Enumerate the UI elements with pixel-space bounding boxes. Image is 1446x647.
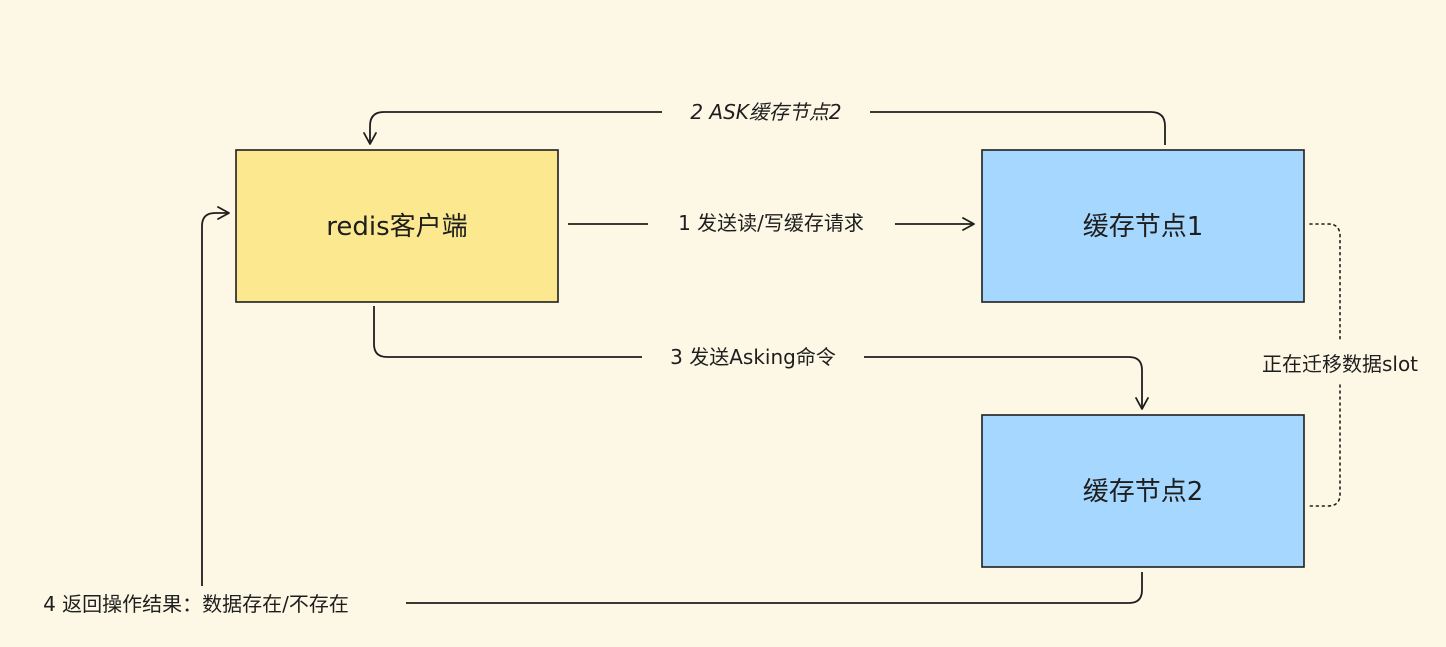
edge-step-4: 4 返回操作结果：数据存在/不存在	[43, 206, 1143, 616]
edge-step-2: 2 ASK缓存节点2	[363, 100, 1166, 145]
edge-migration-line-a	[1309, 223, 1341, 341]
edge-step-2-line-b	[870, 111, 1166, 145]
edge-step-1-label: 1 发送读/写缓存请求	[678, 211, 864, 235]
edge-step-3-label: 3 发送Asking命令	[670, 345, 836, 369]
node-cache-2-box	[981, 414, 1305, 568]
edge-step-3-line-b	[864, 356, 1149, 410]
edge-step-4-label: 4 返回操作结果：数据存在/不存在	[43, 592, 349, 616]
node-redis-client: redis客户端	[235, 149, 559, 303]
node-cache-1: 缓存节点1	[981, 149, 1305, 303]
edge-step-4-line-b	[201, 206, 230, 586]
node-cache-1-box	[981, 149, 1305, 303]
edge-migration: 正在迁移数据slot	[1262, 223, 1418, 507]
node-cache-1-label: 缓存节点1	[1083, 212, 1204, 242]
node-cache-2: 缓存节点2	[981, 414, 1305, 568]
node-cache-2-label: 缓存节点2	[1083, 477, 1204, 507]
node-redis-client-box	[235, 149, 559, 303]
edge-step-4-line-a	[406, 572, 1143, 604]
edge-step-3-line-a	[373, 306, 642, 358]
edge-step-2-line-a	[363, 111, 662, 145]
edge-step-1: 1 发送读/写缓存请求	[568, 211, 975, 235]
edge-migration-line-b	[1309, 384, 1341, 507]
edge-step-3: 3 发送Asking命令	[373, 306, 1149, 410]
edge-step-2-label: 2 ASK缓存节点2	[690, 100, 841, 124]
edge-migration-label: 正在迁移数据slot	[1262, 352, 1418, 376]
node-redis-client-label: redis客户端	[326, 212, 467, 242]
